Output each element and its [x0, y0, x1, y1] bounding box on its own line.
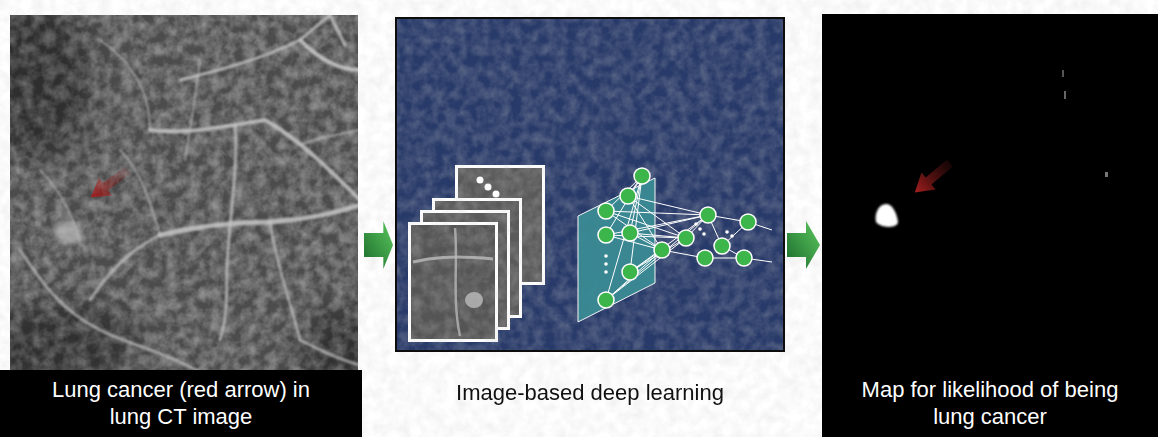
ellipsis-dot: [477, 177, 484, 184]
neuron: [740, 214, 756, 230]
vessel-lines: [20, 15, 358, 370]
ellipsis-dot: [702, 232, 706, 236]
ellipsis-dot: [493, 191, 500, 198]
neuron: [620, 188, 636, 204]
neuron: [598, 227, 614, 243]
neural-network: [578, 168, 772, 322]
vessel: [100, 40, 150, 130]
vessel: [150, 120, 358, 200]
box-title: Image-based deep learning: [456, 380, 724, 406]
vessel: [455, 228, 460, 336]
neuron: [736, 250, 752, 266]
neuron: [714, 238, 730, 254]
neuron: [634, 168, 650, 184]
neuron: [622, 225, 638, 241]
vessel: [300, 130, 358, 145]
panel-caption: Lung cancer (red arrow) in lung CT image: [50, 377, 312, 430]
caption-band: Lung cancer (red arrow) in lung CT image: [0, 370, 362, 437]
vessel: [220, 125, 236, 340]
ct-dark-region: [300, 310, 358, 370]
vessel: [185, 60, 200, 160]
vessel: [120, 150, 160, 235]
vessel: [300, 340, 358, 365]
output-panel: Map for likelihood of being lung cancer: [822, 14, 1158, 437]
image-panel: Lung cancer (red arrow) in lung CT image: [0, 14, 362, 437]
neuron: [654, 242, 670, 258]
network-nodes: [598, 168, 756, 308]
neuron: [700, 207, 716, 223]
map-ground: [822, 14, 1158, 437]
vessel: [270, 222, 300, 340]
network-links: [606, 176, 772, 300]
vessel: [300, 40, 358, 70]
neuron: [598, 203, 614, 219]
network-ground: [395, 17, 785, 352]
neuron: [678, 230, 694, 246]
image-noise: [411, 225, 495, 339]
ellipsis-dot: [604, 262, 608, 266]
likelihood-speck: [1105, 172, 1108, 177]
flow-arrow: [787, 221, 820, 269]
likelihood-blob: [876, 204, 898, 227]
ellipsis-dots: [604, 222, 734, 274]
process-box: Image-based deep learning: [395, 17, 785, 352]
title-holder: Image-based deep learning: [456, 380, 724, 406]
neuron: [622, 264, 638, 280]
ellipsis-dot: [485, 184, 492, 191]
ellipsis-dot: [698, 227, 702, 231]
likelihood-speck: [1064, 91, 1066, 99]
image-frame: [408, 222, 498, 342]
neuron: [697, 250, 713, 266]
nodule: [54, 221, 82, 245]
ct-image: [10, 15, 358, 370]
ellipsis-dot: [604, 270, 608, 274]
flow-arrow: [364, 221, 393, 269]
nodule: [465, 292, 483, 308]
vessel: [20, 250, 200, 370]
ct-dark-region: [10, 15, 90, 160]
image-stack: [408, 165, 545, 342]
caption-band: Map for likelihood of being lung cancer: [822, 370, 1158, 437]
ct-dark-region: [10, 300, 135, 370]
likelihood-speck: [1062, 70, 1064, 77]
red-arrow: [908, 155, 957, 201]
vessel: [330, 15, 345, 45]
image-patch: [411, 225, 495, 339]
ellipsis-dot: [604, 254, 608, 258]
red-arrow: [84, 161, 134, 206]
ellipsis-dot: [725, 230, 729, 234]
ellipsis-dot: [694, 222, 698, 226]
vessel: [160, 205, 358, 235]
neuron: [598, 292, 614, 308]
vessel: [90, 235, 160, 300]
ellipsis-dot: [730, 234, 734, 238]
vessel: [413, 257, 493, 262]
panel-caption: Map for likelihood of being lung cancer: [844, 377, 1136, 430]
